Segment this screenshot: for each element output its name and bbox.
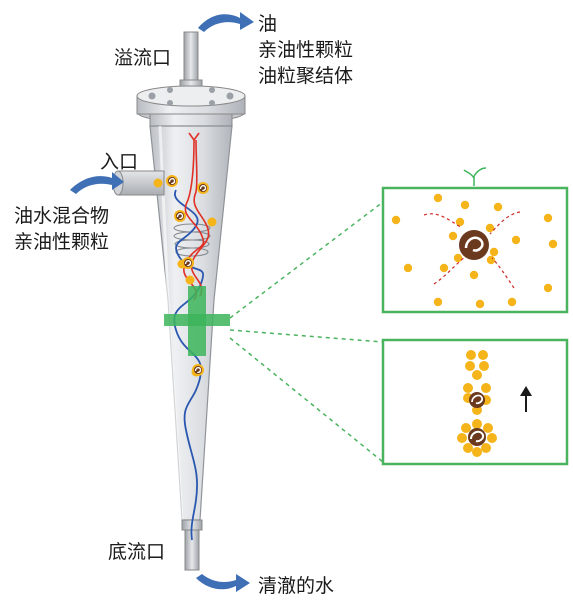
inset1-droplet xyxy=(489,247,499,257)
input-oleophilic-label: 亲油性颗粒 xyxy=(14,231,110,253)
body-particle xyxy=(197,182,209,194)
output-aggregate-label: 油粒聚结体 xyxy=(258,65,354,87)
inset1-droplet xyxy=(433,193,443,203)
inlet-in-arrow xyxy=(70,172,124,194)
zoom-connectors xyxy=(229,201,384,463)
output-oil-label: 油 xyxy=(258,13,278,35)
inset2-droplet xyxy=(479,361,489,371)
highlight-zone xyxy=(164,286,230,356)
inset2-droplet xyxy=(481,443,491,453)
inset2-particle-mid xyxy=(469,392,485,408)
top-flange xyxy=(136,85,246,127)
inset2-droplet xyxy=(481,383,491,393)
overflow-port-label: 溢流口 xyxy=(114,47,172,69)
inset2-droplet xyxy=(472,419,482,429)
body-droplet xyxy=(185,275,195,285)
inset2-droplet xyxy=(457,433,467,443)
inset1-droplet xyxy=(507,297,517,307)
inset1-droplet xyxy=(485,223,495,233)
inset1-droplet xyxy=(448,231,458,241)
inset1-droplet xyxy=(460,200,470,210)
inset2-droplets xyxy=(457,350,497,457)
inset2-droplet xyxy=(463,383,473,393)
inset1-attraction-lines xyxy=(423,211,521,289)
curved-flow-arrow-icon xyxy=(70,12,254,592)
inset2-droplet xyxy=(472,447,482,457)
inset1-droplet xyxy=(475,299,485,309)
inset2-droplet xyxy=(487,433,497,443)
inset2-droplet xyxy=(472,370,482,380)
body-droplet xyxy=(207,217,217,227)
body-particles xyxy=(153,175,217,377)
sprout-icon xyxy=(463,167,487,186)
inset1-droplets xyxy=(391,193,558,309)
inset1-droplet xyxy=(548,239,558,249)
inset2-droplet xyxy=(463,443,473,453)
inset1-droplet xyxy=(433,297,443,307)
inset2-droplet xyxy=(466,350,476,360)
overflow-out-arrow xyxy=(198,12,254,32)
output-oleophilic-label: 亲油性颗粒 xyxy=(258,39,354,61)
up-arrow-icon xyxy=(520,386,532,412)
inset1-central-particle xyxy=(459,230,489,260)
inset-coalescence-panel xyxy=(381,167,569,314)
underflow-out-arrow xyxy=(196,574,250,592)
inset1-droplet xyxy=(439,263,449,273)
inset1-droplet xyxy=(403,263,413,273)
clean-water-label: 清澈的水 xyxy=(258,575,335,597)
inset1-droplet xyxy=(391,215,401,225)
inset1-droplet xyxy=(493,202,503,212)
inset1-droplet xyxy=(511,235,521,245)
inset1-droplet xyxy=(455,217,465,227)
red-streamlines xyxy=(183,132,210,301)
inset2-droplet xyxy=(478,350,488,360)
body-particle xyxy=(174,210,186,222)
inset-rising-aggregate-panel xyxy=(381,338,569,466)
body-droplet xyxy=(153,178,163,188)
inset2-droplet xyxy=(465,361,475,371)
body-particle xyxy=(192,364,204,376)
body-particle xyxy=(182,257,194,269)
underflow-port-label: 底流口 xyxy=(108,541,166,563)
input-mixture-label: 油水混合物 xyxy=(14,205,110,227)
inset2-particle-bottom xyxy=(468,428,486,446)
body-particle xyxy=(166,175,178,187)
inset1-droplet xyxy=(453,253,463,263)
inset1-droplet xyxy=(469,270,479,280)
inset1-droplet xyxy=(543,283,553,293)
inset1-droplet xyxy=(486,255,496,265)
inset1-droplet xyxy=(543,213,553,223)
blue-streamline xyxy=(173,189,205,541)
inset2-droplet xyxy=(483,423,493,433)
inset2-droplet xyxy=(461,423,471,433)
inlet-label: 入口 xyxy=(100,151,139,173)
